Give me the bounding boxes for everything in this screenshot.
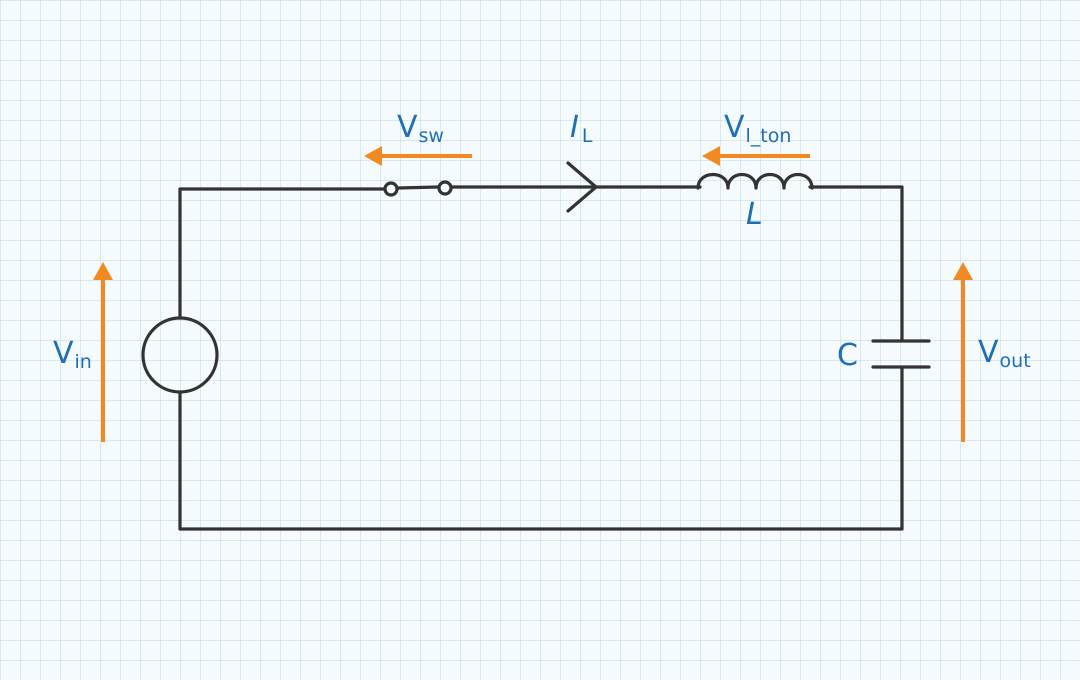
vout-arrow (953, 262, 973, 442)
wire-right-lower-and-bottom (178, 366, 904, 531)
vout-label: Vout (978, 335, 1031, 372)
current-direction-arrow (566, 161, 598, 213)
circuit-wires (178, 185, 904, 531)
capacitor-symbol (871, 339, 931, 369)
wire-right-upper (808, 185, 904, 342)
inductor-label: L (746, 197, 763, 232)
vsw-label: Vsw (397, 110, 444, 147)
switch-terminal-left (383, 181, 399, 197)
voltage-source-symbol (141, 316, 219, 394)
switch-symbol (383, 180, 453, 197)
vsw-arrow (364, 146, 472, 166)
capacitor-label: C (837, 338, 858, 373)
vl-ton-label: Vl_ton (724, 110, 791, 147)
vin-arrow (93, 262, 113, 442)
inductor-symbol (696, 172, 814, 190)
switch-contact-line (396, 185, 440, 190)
wire-left-upper (178, 187, 386, 320)
vl-ton-arrow (702, 146, 810, 166)
switch-terminal-right (437, 180, 453, 196)
vin-label: Vin (53, 336, 92, 373)
